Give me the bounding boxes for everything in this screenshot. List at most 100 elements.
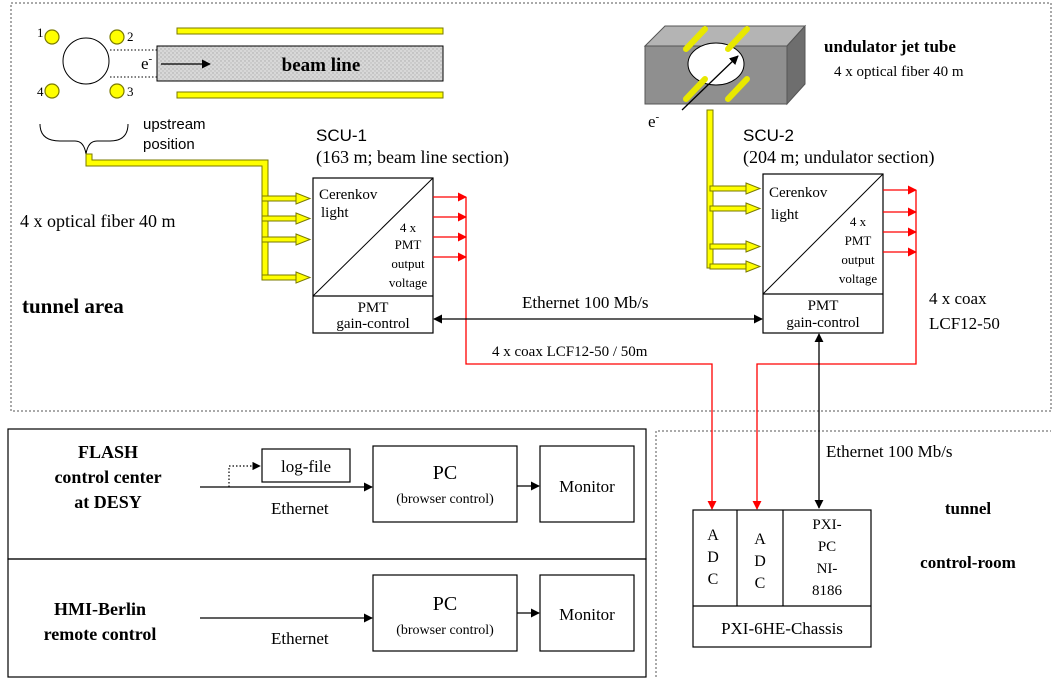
- pxi-line-1: PXI-: [812, 517, 841, 533]
- pxi-chassis-name: PXI-6HE-Chassis: [721, 619, 843, 638]
- flash-title-2: control center: [54, 467, 161, 487]
- jet-fiber-4: [725, 76, 750, 102]
- hmi-monitor-label: Monitor: [559, 605, 615, 624]
- scu2-pmt-1: 4 x: [850, 214, 867, 229]
- tunnel-area-label: tunnel area: [22, 294, 124, 318]
- scu1-pmt-2: PMT: [395, 237, 422, 252]
- beam-line-fiber-bottom: [176, 91, 444, 99]
- pxi-chassis-box: [692, 509, 872, 648]
- sensor-label-3: 3: [127, 84, 134, 99]
- beam-pipe-circle: [62, 37, 110, 85]
- scu2-box: [762, 173, 884, 334]
- sensor-label-2: 2: [127, 29, 134, 44]
- fiber-bundle-scu1: [85, 153, 312, 284]
- upstream-label-1: upstream: [143, 116, 206, 133]
- jet-fiber-3: [683, 76, 708, 102]
- hmi-panel-border: [7, 558, 647, 678]
- scu2-cerenkov-2: light: [771, 207, 799, 223]
- control-room-border: [655, 430, 1051, 677]
- jet-tube-top: [643, 25, 807, 47]
- beam-line-fiber-top: [176, 27, 444, 35]
- upstream-sensor-cluster: 1 2 4 3: [37, 25, 134, 99]
- flash-title-1: FLASH: [78, 442, 138, 462]
- scu2-pmt-3: output: [841, 252, 875, 267]
- flash-monitor-box: [539, 445, 635, 523]
- adc1-c: C: [708, 571, 719, 588]
- scu2-unit: Cerenkov light 4 x PMT output voltage PM…: [762, 173, 884, 334]
- electron-label-undulator: e-: [648, 111, 660, 131]
- logfile-box: [261, 448, 351, 483]
- sensor-3: [109, 83, 125, 99]
- undulator-electron-arrow: [681, 55, 739, 111]
- flash-pc-label: PC: [433, 462, 457, 484]
- coax-right-label-1: 4 x coax: [929, 289, 987, 308]
- logfile-label: log-file: [281, 457, 331, 476]
- tunnel-area-border: [10, 2, 1052, 412]
- upstream-brace: [39, 123, 129, 155]
- flash-pc-sub: (browser control): [396, 492, 494, 507]
- hmi-title-1: HMI-Berlin: [54, 599, 146, 619]
- adc1-a: A: [707, 527, 719, 544]
- pxi-chassis: A D C A D C PXI- PC NI- 8186 PXI-6HE-Cha…: [692, 509, 872, 648]
- adc1-d: D: [707, 549, 719, 566]
- tunnel-control-label-2: control-room: [920, 553, 1016, 572]
- sensor-label-4: 4: [37, 84, 44, 99]
- pxi-line-2: PC: [818, 539, 836, 555]
- jet-tube-opening: [687, 42, 745, 86]
- scu1-pmt-1: 4 x: [400, 220, 417, 235]
- scu1-cerenkov-1: Cerenkov: [319, 187, 378, 203]
- undulator-jet-tube: [643, 24, 807, 106]
- sensor-label-1: 1: [37, 25, 44, 40]
- flash-monitor-label: Monitor: [559, 477, 615, 496]
- hmi-title-2: remote control: [44, 624, 157, 644]
- hmi-ethernet-label: Ethernet: [271, 629, 329, 648]
- coax-right-label-2: LCF12-50: [929, 314, 1000, 333]
- tunnel-control-label-1: tunnel: [945, 499, 992, 518]
- hmi-monitor-box: [539, 574, 635, 652]
- scu2-title: SCU-2: [743, 126, 794, 145]
- scu1-gain-1: PMT: [358, 300, 389, 316]
- upstream-label-2: position: [143, 136, 195, 153]
- hmi-pc-label: PC: [433, 593, 457, 615]
- scu1-title: SCU-1: [316, 126, 367, 145]
- scu1-unit: Cerenkov light 4 x PMT output voltage PM…: [312, 177, 434, 334]
- sensor-2: [109, 29, 125, 45]
- beam-line-label: beam line: [282, 55, 361, 76]
- scu2-diagonal: [762, 173, 884, 295]
- scu2-cerenkov-1: Cerenkov: [769, 185, 828, 201]
- adc2-c: C: [755, 575, 766, 592]
- scu1-box: [312, 177, 434, 334]
- undulator-fiber-label: 4 x optical fiber 40 m: [834, 64, 964, 80]
- jet-tube-side: [786, 24, 806, 106]
- scu1-cerenkov-2: light: [321, 205, 349, 221]
- adc2-d: D: [754, 553, 766, 570]
- flash-title-3: at DESY: [74, 492, 142, 512]
- sensor-1: [44, 29, 60, 45]
- scu1-pmt-3: output: [391, 256, 425, 271]
- coax-mid-label: 4 x coax LCF12-50 / 50m: [492, 344, 648, 360]
- adc2-a: A: [754, 531, 766, 548]
- electron-label-beam: e-: [141, 53, 153, 73]
- fiber-bundle-scu2: [706, 109, 762, 273]
- hmi-pc-sub: (browser control): [396, 623, 494, 638]
- scu1-diagonal: [312, 177, 434, 297]
- scu2-gain-2: gain-control: [786, 315, 859, 331]
- scu1-pmt-4: voltage: [389, 275, 427, 290]
- ethernet-right-label: Ethernet 100 Mb/s: [826, 442, 953, 461]
- hmi-pc-box: [372, 574, 518, 652]
- scu2-pmt-2: PMT: [845, 233, 872, 248]
- scu1-subtitle: (163 m; beam line section): [316, 147, 509, 168]
- flash-ethernet-label: Ethernet: [271, 499, 329, 518]
- coax-lines-scu1: [433, 192, 717, 510]
- scu2-subtitle: (204 m; undulator section): [743, 147, 934, 168]
- scu1-gain-2: gain-control: [336, 316, 409, 332]
- logfile-dotted-arrow: [228, 461, 261, 487]
- flash-pc-box: [372, 445, 518, 523]
- fiber-left-label: 4 x optical fiber 40 m: [20, 211, 175, 231]
- jet-fiber-1: [683, 26, 708, 52]
- jet-fiber-2: [725, 26, 750, 52]
- ethernet-mid-label: Ethernet 100 Mb/s: [522, 293, 649, 312]
- sensor-4: [44, 83, 60, 99]
- pxi-line-3: NI-: [817, 561, 838, 577]
